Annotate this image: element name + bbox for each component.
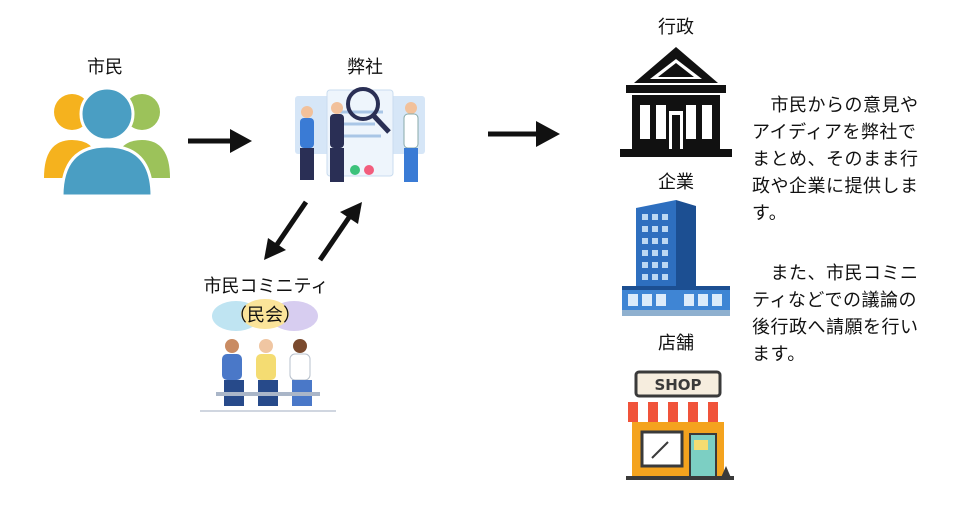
people-group-icon xyxy=(44,86,170,198)
government-building-icon xyxy=(618,45,734,159)
office-tower-icon xyxy=(622,200,730,318)
company-label: 弊社 xyxy=(347,57,383,78)
citizen-label: 市民 xyxy=(87,57,123,78)
government-label: 行政 xyxy=(658,17,694,38)
arrow-up-right-icon xyxy=(312,202,364,264)
community-sub-label: （民会） xyxy=(229,305,301,326)
store-label: 店舗 xyxy=(658,333,694,354)
enterprise-label: 企業 xyxy=(658,172,694,193)
speech-bubbles-icon xyxy=(210,298,320,334)
arrow-right-icon xyxy=(488,118,560,150)
community-meeting-icon xyxy=(198,336,338,414)
shop-sign-text: SHOP xyxy=(654,376,701,394)
description-paragraph-1: 市民からの意見やアイディアを弊社でまとめ、そのまま行政や企業に提供します。 xyxy=(752,95,919,224)
team-analysis-icon xyxy=(285,82,435,188)
description-paragraph-2: また、市民コミニティなどでの議論の後行政へ請願を行います。 xyxy=(752,263,919,365)
shop-icon: SHOP xyxy=(622,370,738,486)
community-label: 市民コミニティ xyxy=(203,276,329,297)
arrow-right-icon xyxy=(188,126,252,156)
arrow-down-left-icon xyxy=(262,198,314,260)
